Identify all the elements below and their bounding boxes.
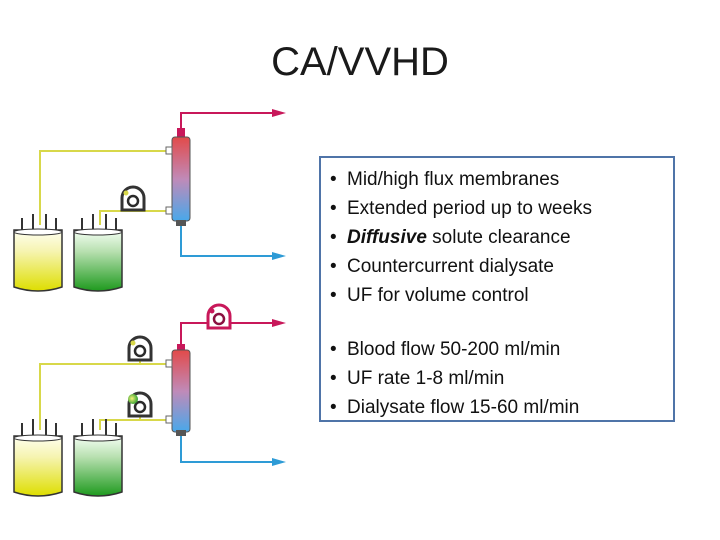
bullet-text: Mid/high flux membranes (347, 169, 560, 190)
bullet-list-settings: Blood flow 50-200 ml/min UF rate 1-8 ml/… (321, 335, 579, 422)
fluid-bag-icon (73, 419, 123, 497)
slide-title: CA/VVHD (271, 40, 449, 84)
bottom-circuit (13, 303, 286, 497)
bullet-item: Diffusive solute clearance (321, 223, 592, 252)
bullet-emphasis: Diffusive (347, 227, 427, 248)
dialysate-in-line (99, 210, 168, 225)
flow-arrow-icon (272, 109, 286, 117)
bullet-item: Countercurrent dialysate (321, 252, 592, 281)
fluid-bag-icon (13, 419, 63, 497)
bullet-text: Blood flow 50-200 ml/min (347, 339, 561, 360)
fluid-bag-icon (73, 214, 123, 292)
bullet-text: Dialysate flow 15-60 ml/min (347, 397, 580, 418)
fluid-bag-icon (13, 214, 63, 292)
roller-pump-icon (206, 303, 232, 330)
roller-pump-icon (127, 391, 153, 418)
effluent-line (180, 434, 272, 463)
bullet-text: Extended period up to weeks (347, 198, 593, 219)
access-line (39, 363, 168, 430)
bullet-item: UF rate 1-8 ml/min (321, 364, 579, 393)
bullet-text: Countercurrent dialysate (347, 256, 554, 277)
filter-cartridge-icon (165, 344, 191, 436)
access-line (39, 150, 168, 225)
bullet-item: Blood flow 50-200 ml/min (321, 335, 579, 364)
bullet-list-characteristics: Mid/high flux membranes Extended period … (321, 165, 592, 310)
dialysate-in-line (99, 419, 168, 430)
flow-arrow-icon (272, 319, 286, 327)
bullet-item: Dialysate flow 15-60 ml/min (321, 393, 579, 422)
filter-cartridge-icon (165, 128, 191, 226)
bullet-item: Extended period up to weeks (321, 194, 592, 223)
top-circuit (13, 109, 286, 292)
bullet-text: UF for volume control (347, 285, 529, 306)
bullet-item: Mid/high flux membranes (321, 165, 592, 194)
bullet-text: UF rate 1-8 ml/min (347, 368, 505, 389)
blood-return-line (180, 322, 272, 348)
flow-arrow-icon (272, 252, 286, 260)
info-box: Mid/high flux membranes Extended period … (319, 156, 675, 422)
roller-pump-icon (120, 185, 146, 212)
roller-pump-icon (127, 335, 153, 362)
bullet-text: solute clearance (426, 227, 571, 248)
effluent-line (180, 222, 272, 257)
blood-return-line (180, 112, 272, 140)
bullet-item: UF for volume control (321, 281, 592, 310)
flow-arrow-icon (272, 458, 286, 466)
